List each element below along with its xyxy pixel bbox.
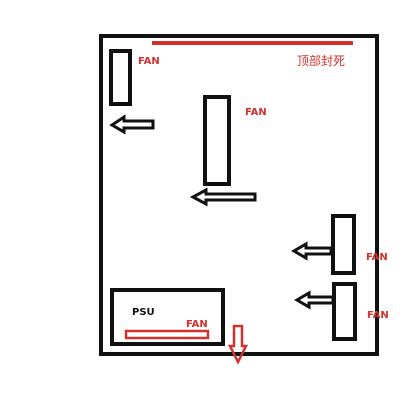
fan-right-upper (331, 214, 356, 275)
arrow-icon (227, 324, 249, 365)
fan-label-middle: FAN (245, 107, 267, 118)
top-sealed-label: 顶部封死 (297, 54, 346, 68)
fan-label-right-upper: FAN (366, 252, 388, 263)
fan-label-psu: FAN (186, 319, 208, 330)
arrow-icon (189, 187, 257, 207)
case-outline (99, 34, 379, 356)
fan-middle (203, 95, 231, 186)
fan-top-left (109, 49, 132, 106)
fan-label-top-left: FAN (138, 56, 160, 67)
psu-box (110, 288, 225, 346)
arrow-icon (294, 290, 335, 310)
fan-right-lower (332, 282, 357, 341)
fan-label-right-lower: FAN (367, 310, 389, 321)
arrow-icon (291, 241, 333, 261)
psu-fan-bar (124, 329, 210, 340)
arrow-icon (109, 114, 155, 135)
psu-label: PSU (132, 307, 155, 318)
